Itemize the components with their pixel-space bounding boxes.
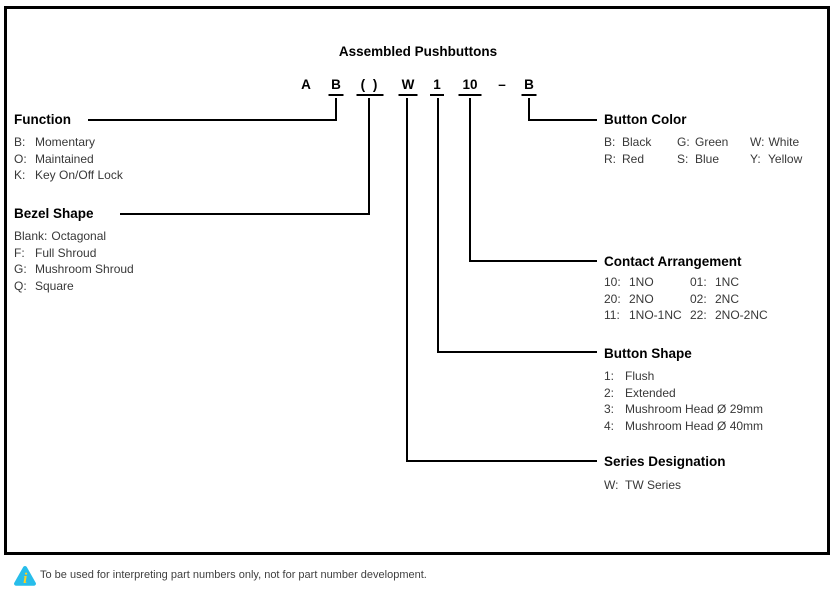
list-item: Blank:Octagonal bbox=[14, 229, 107, 243]
list-item: G:Green bbox=[677, 135, 729, 149]
list-item: G:Mushroom Shroud bbox=[14, 262, 134, 276]
contact-arrangement-items: 10:1NO 01:1NC 20:2NO 02:2NC 11:1NO-1NC 2… bbox=[604, 274, 768, 324]
connector-button-shape-vertical bbox=[437, 98, 439, 353]
series-designation-heading: Series Designation bbox=[604, 454, 726, 469]
list-item: Q:Square bbox=[14, 278, 74, 293]
function-heading: Function bbox=[14, 112, 71, 127]
list-item: F:Full Shroud bbox=[14, 245, 97, 260]
list-item: Y:Yellow bbox=[750, 151, 803, 166]
list-item: W:White bbox=[750, 135, 800, 149]
bezel-shape-items: Blank:Octagonal F:Full Shroud G:Mushroom… bbox=[14, 228, 134, 294]
part-segment-series: W bbox=[398, 77, 418, 96]
list-item: O:Maintained bbox=[14, 151, 94, 166]
part-segment-button-shape: 1 bbox=[430, 77, 444, 96]
contact-arrangement-heading: Contact Arrangement bbox=[604, 254, 742, 269]
list-item: 22:2NO-2NC bbox=[690, 308, 768, 322]
connector-series-vertical bbox=[406, 98, 408, 462]
list-item: 3:Mushroom Head Ø 29mm bbox=[604, 402, 764, 416]
connector-button-color-vertical bbox=[528, 98, 530, 121]
part-segment-contact: 10 bbox=[458, 77, 482, 96]
list-item: 01:1NC bbox=[690, 275, 740, 289]
footer-note: To be used for interpreting part numbers… bbox=[40, 569, 427, 581]
connector-button-shape-horizontal bbox=[437, 351, 597, 353]
connector-contact-horizontal bbox=[469, 260, 597, 262]
part-segment-bezel-shape: ( ) bbox=[356, 77, 384, 96]
list-item: S:Blue bbox=[677, 151, 720, 166]
connector-contact-vertical bbox=[469, 98, 471, 262]
info-triangle-icon: i bbox=[13, 565, 37, 587]
part-segment-function: B bbox=[328, 77, 344, 96]
list-item: R:Red bbox=[604, 151, 645, 166]
list-item: K:Key On/Off Lock bbox=[14, 168, 123, 182]
connector-bezel-horizontal bbox=[120, 213, 370, 215]
function-items: B:Momentary O:Maintained K:Key On/Off Lo… bbox=[14, 134, 123, 184]
button-shape-heading: Button Shape bbox=[604, 346, 692, 361]
list-item: 2:Extended bbox=[604, 385, 676, 400]
connector-function-vertical bbox=[335, 98, 337, 121]
svg-text:i: i bbox=[23, 571, 28, 587]
button-color-items: B:Black G:Green W:White R:Red S:Blue Y:Y… bbox=[604, 134, 802, 167]
list-item: 1:Flush bbox=[604, 369, 655, 383]
list-item: 11:1NO-1NC bbox=[604, 308, 682, 322]
diagram-title: Assembled Pushbuttons bbox=[338, 44, 498, 59]
list-item: B:Black bbox=[604, 135, 652, 149]
diagram-border-frame bbox=[4, 6, 830, 555]
list-item: 02:2NC bbox=[690, 291, 740, 306]
part-segment-function-prefix: A bbox=[301, 77, 311, 92]
button-shape-items: 1:Flush 2:Extended 3:Mushroom Head Ø 29m… bbox=[604, 368, 763, 434]
part-segment-dash: – bbox=[498, 77, 506, 92]
connector-series-horizontal bbox=[406, 460, 597, 462]
connector-button-color-horizontal bbox=[528, 119, 597, 121]
series-designation-items: W:TW Series bbox=[604, 477, 681, 494]
bezel-shape-heading: Bezel Shape bbox=[14, 206, 94, 221]
part-segment-button-color: B bbox=[521, 77, 537, 96]
connector-bezel-vertical bbox=[368, 98, 370, 215]
list-item: B:Momentary bbox=[14, 135, 96, 149]
list-item: 4:Mushroom Head Ø 40mm bbox=[604, 418, 764, 433]
list-item: W:TW Series bbox=[604, 478, 682, 492]
button-color-heading: Button Color bbox=[604, 112, 687, 127]
list-item: 20:2NO bbox=[604, 291, 654, 306]
connector-function-horizontal bbox=[88, 119, 337, 121]
list-item: 10:1NO bbox=[604, 275, 654, 289]
